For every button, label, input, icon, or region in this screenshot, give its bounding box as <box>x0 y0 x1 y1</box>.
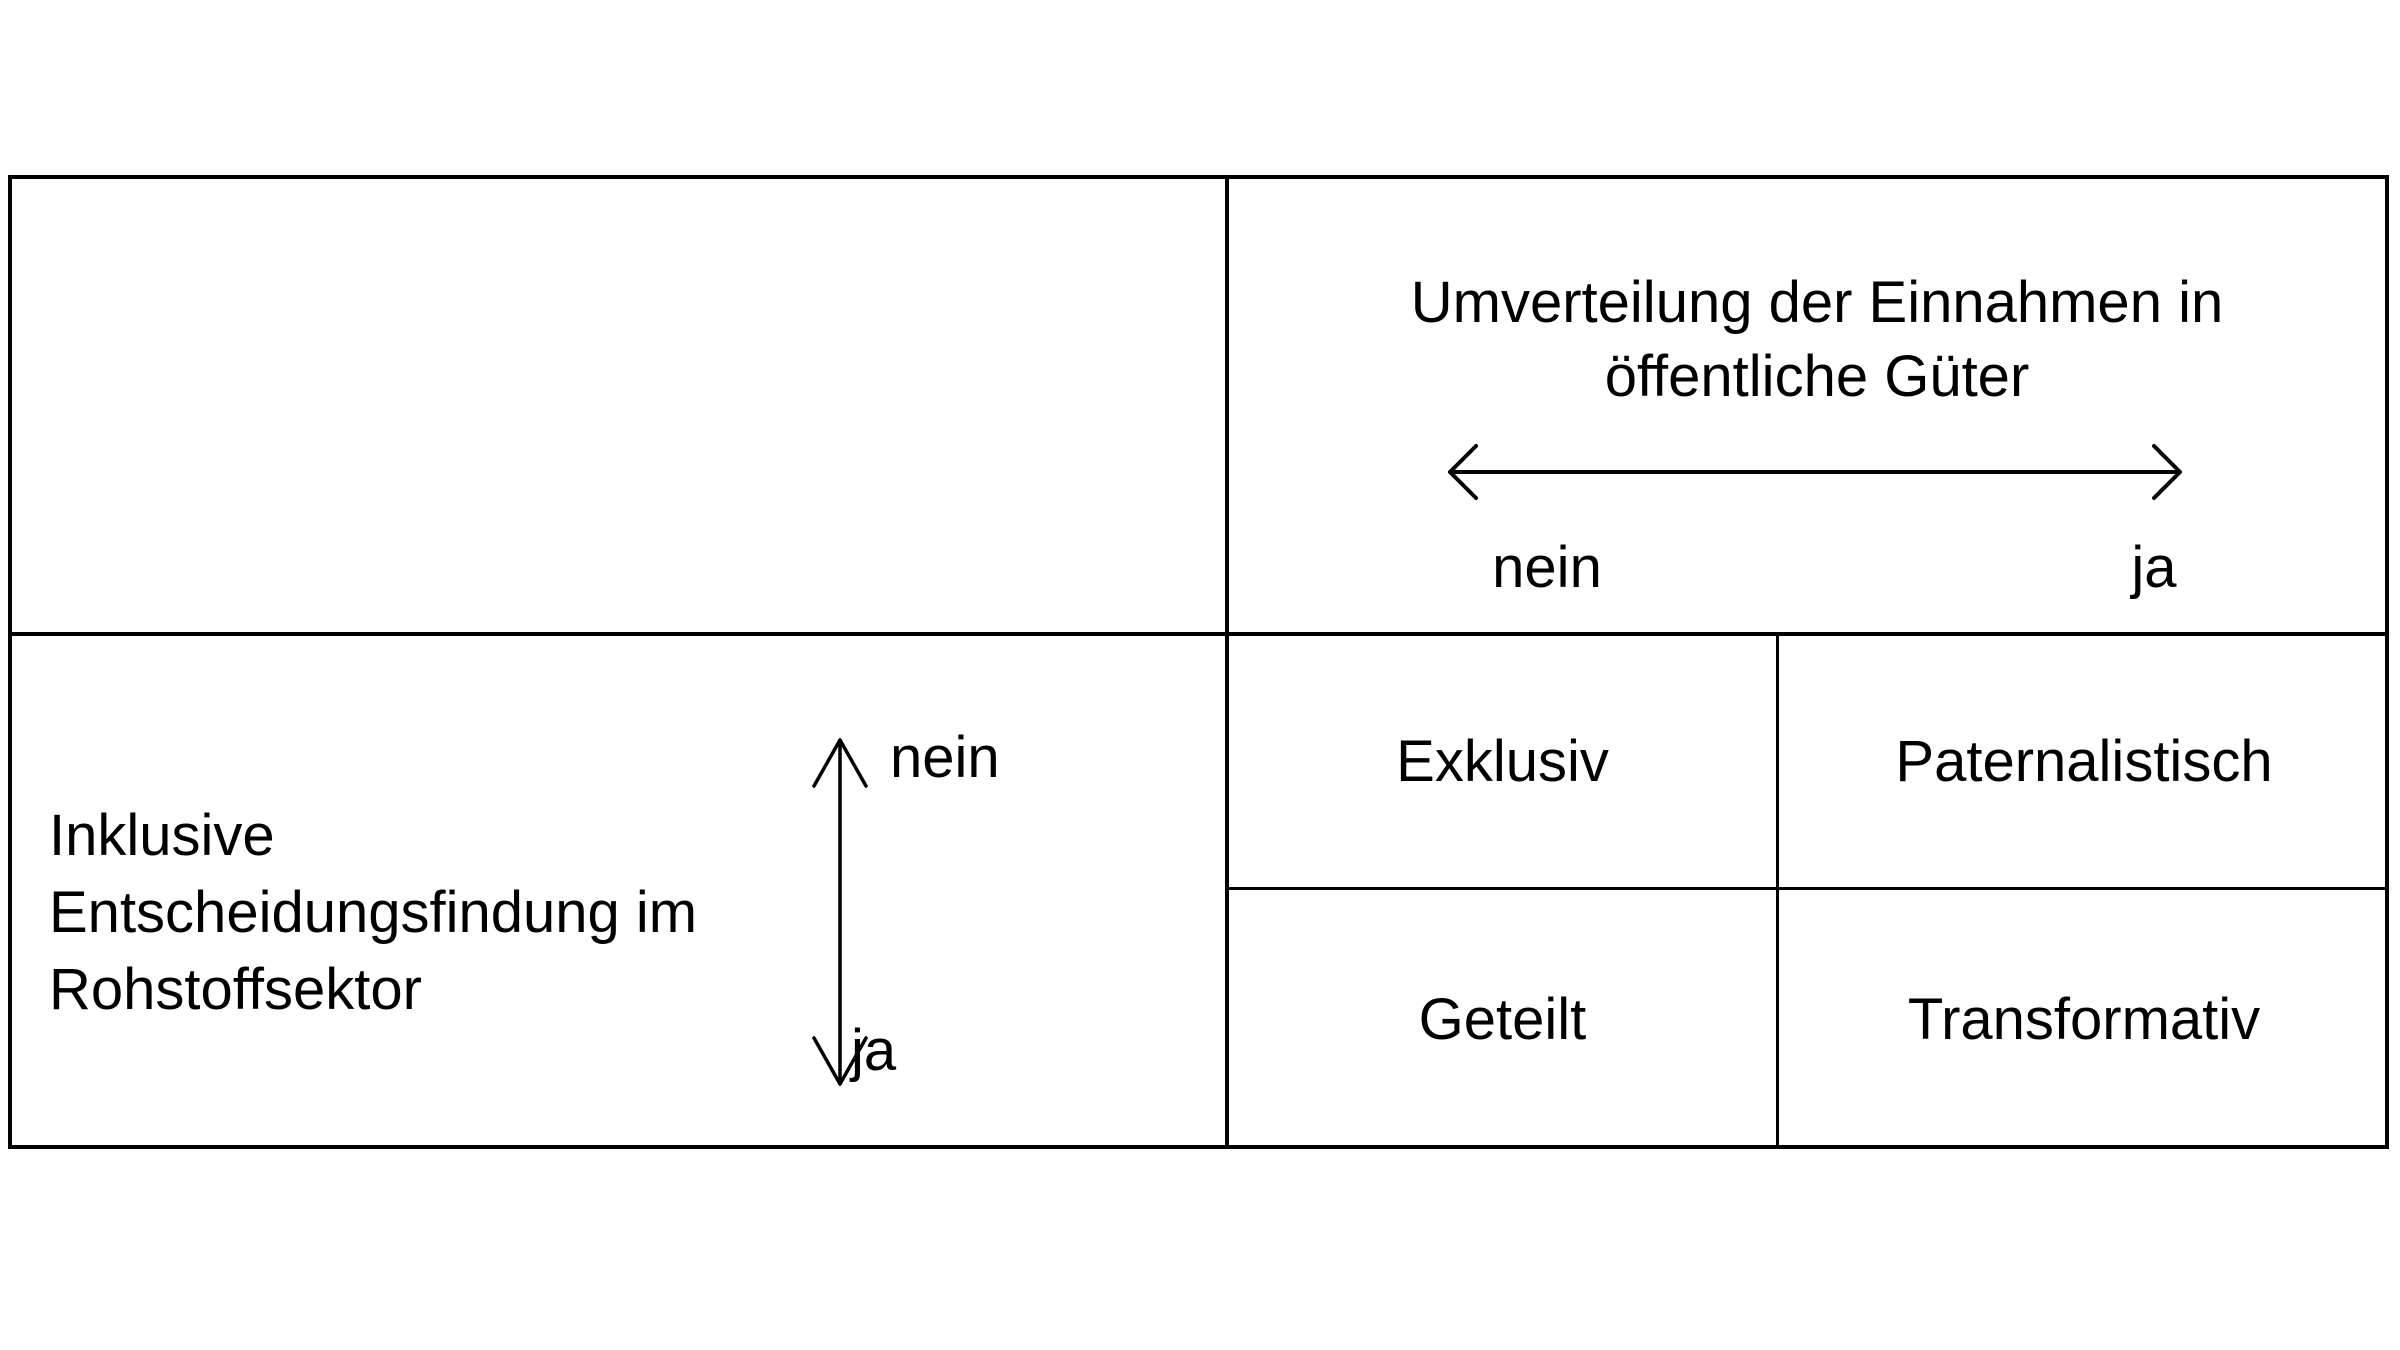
table-outer-border <box>8 175 2389 1149</box>
column-axis-title-line1: Umverteilung der Einnahmen in <box>1410 270 2224 335</box>
divider-left-column <box>1225 175 1229 1149</box>
column-axis-left-label: nein <box>1492 535 1602 600</box>
column-axis-title-line2: öffentliche Güter <box>1604 344 2030 409</box>
divider-header-row <box>8 632 2389 636</box>
vertical-double-arrow-icon <box>812 738 868 1086</box>
row-axis-title: Inklusive Entscheidungsfindung im Rohsto… <box>49 797 949 1028</box>
column-axis-right-label: ja <box>2131 535 2177 600</box>
divider-matrix-vertical <box>1776 636 1779 1149</box>
matrix-cell-geteilt: Geteilt <box>1418 987 1587 1052</box>
matrix-cell-exklusiv: Exklusiv <box>1396 729 1609 794</box>
column-axis-title: Umverteilung der Einnahmen in öffentlich… <box>1237 266 2397 414</box>
row-axis-top-label: nein <box>890 725 1000 790</box>
row-axis-title-line3: Rohstoffsektor <box>49 957 422 1022</box>
divider-matrix-horizontal <box>1229 887 2389 890</box>
row-axis-title-line2: Entscheidungsfindung im <box>49 880 698 945</box>
row-axis-title-line1: Inklusive <box>49 803 275 868</box>
matrix-cell-paternalistisch: Paternalistisch <box>1895 729 2273 794</box>
matrix-cell-transformativ: Transformativ <box>1907 987 2261 1052</box>
horizontal-double-arrow-icon <box>1448 444 2182 500</box>
row-axis-bottom-label: ja <box>851 1018 897 1083</box>
